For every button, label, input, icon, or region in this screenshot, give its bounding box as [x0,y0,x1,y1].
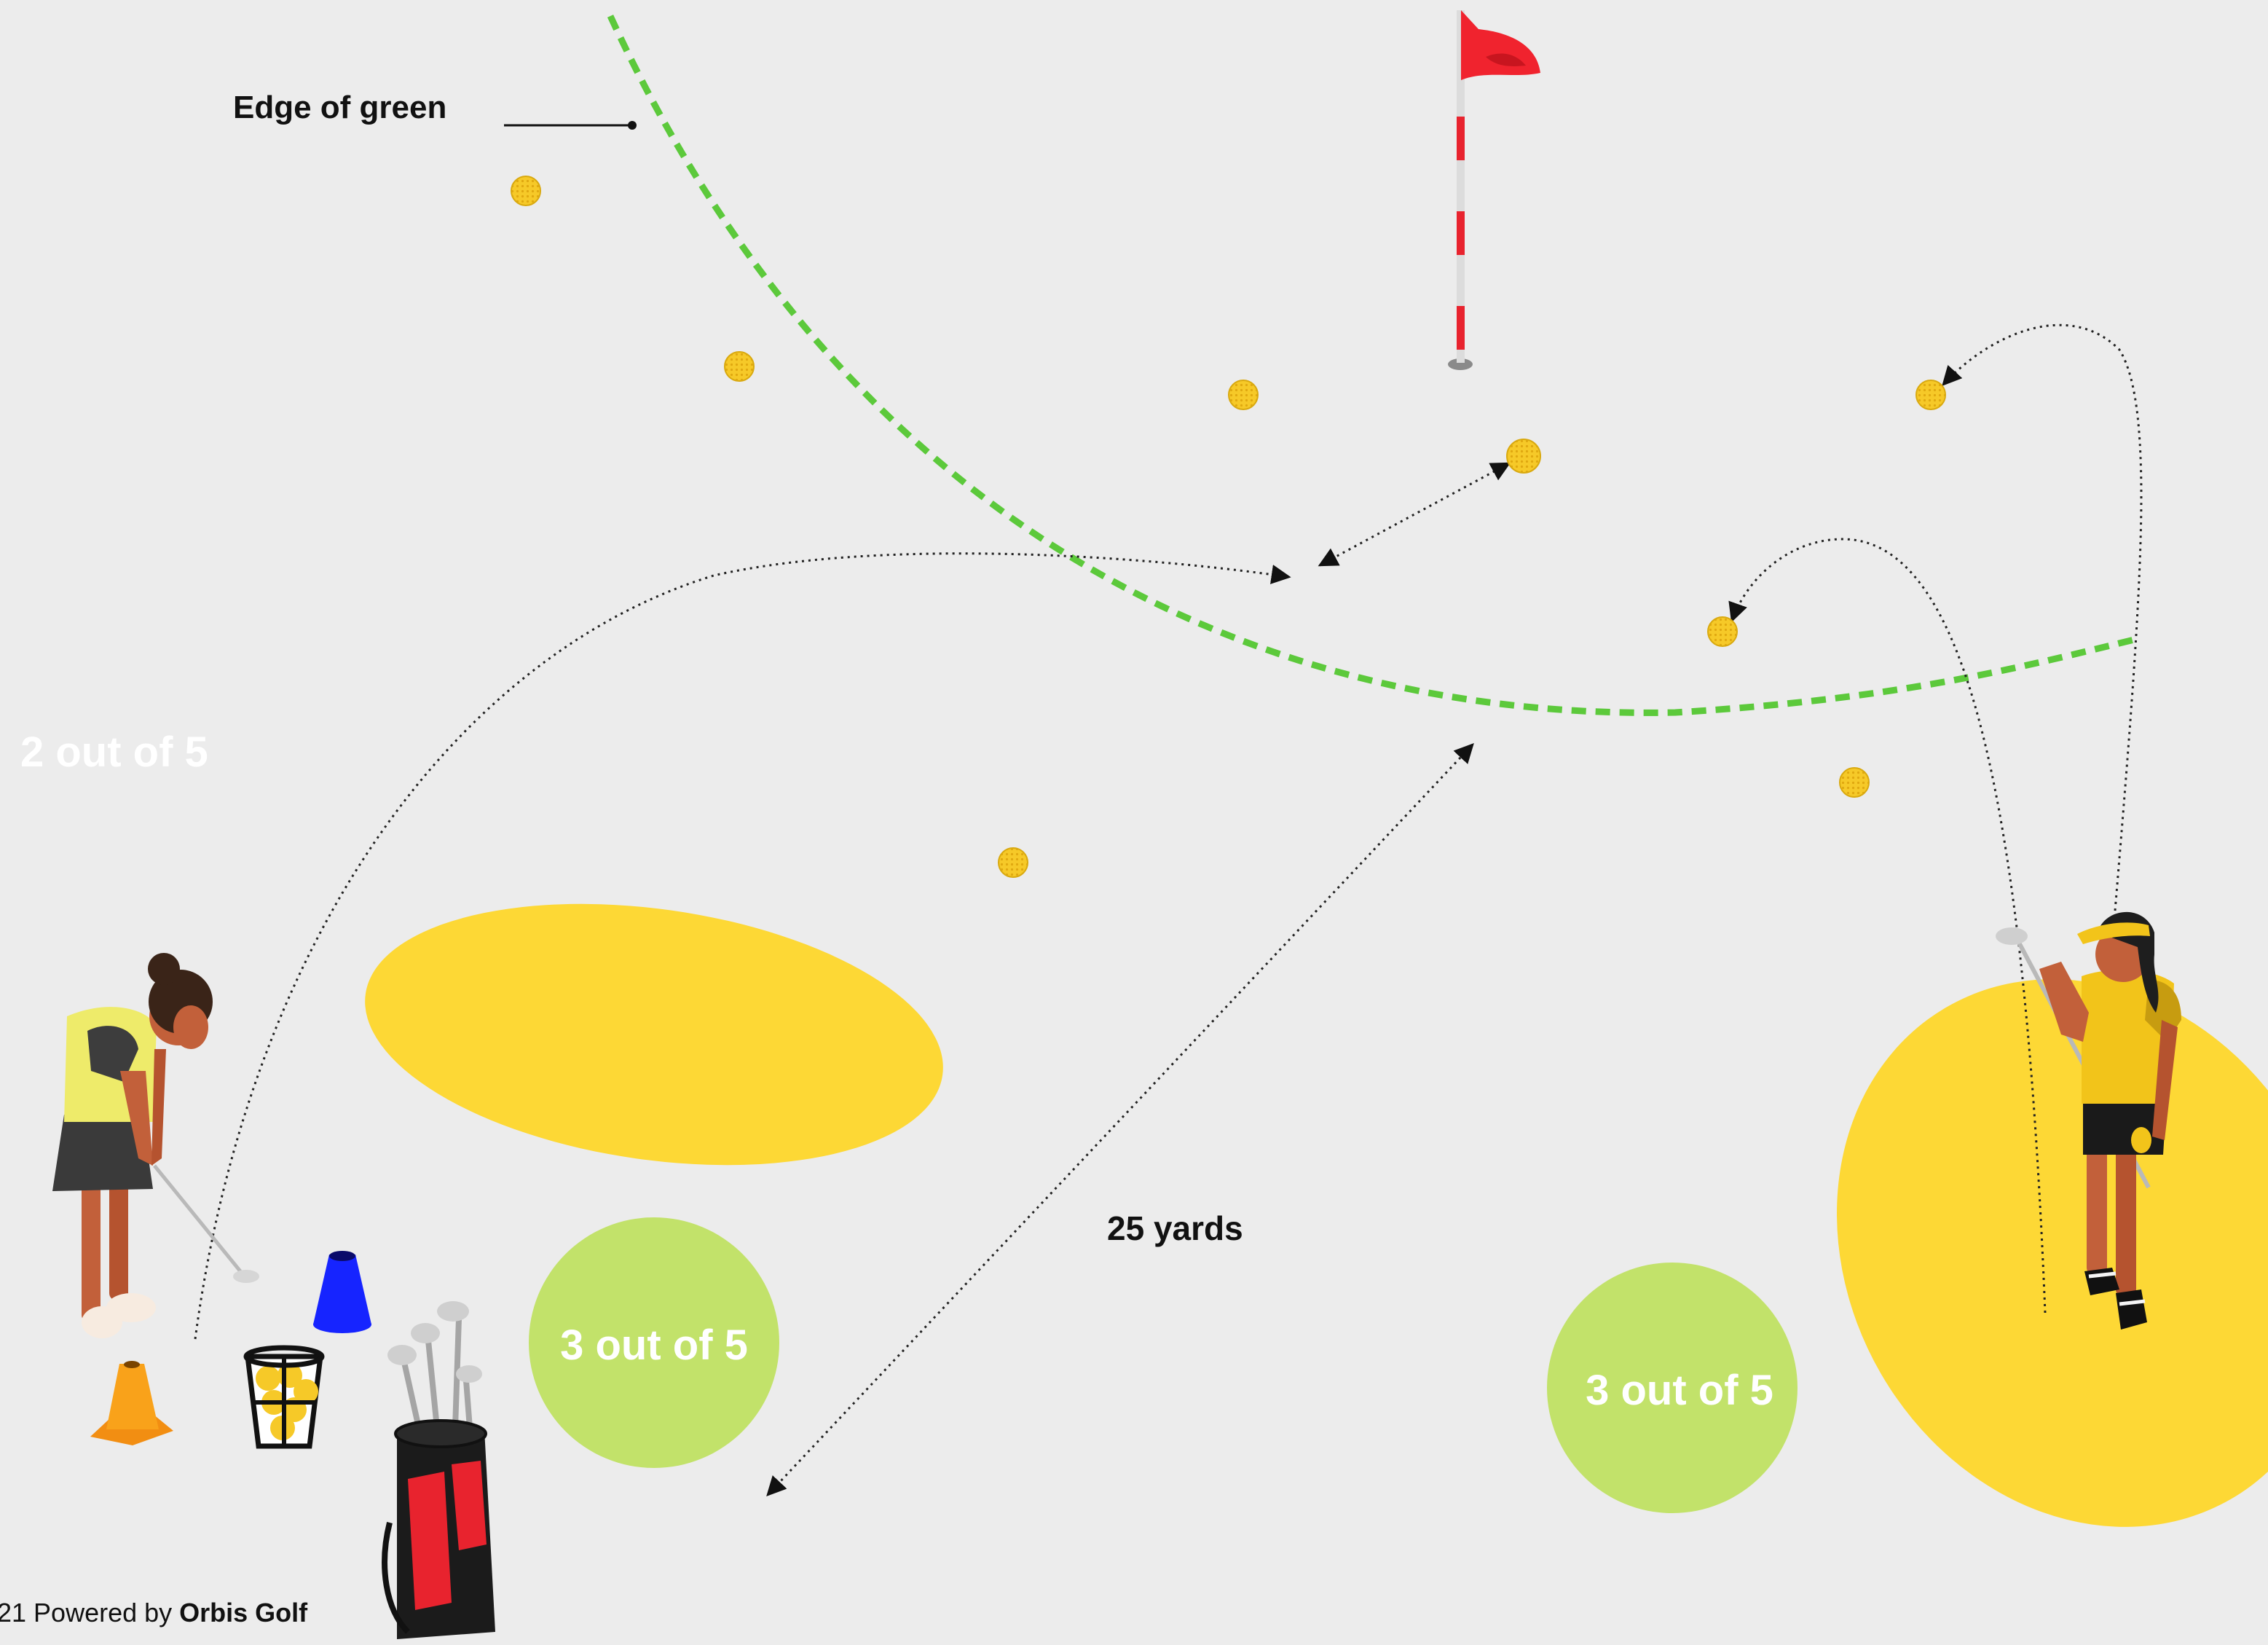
footer-brand: Orbis Golf [179,1598,308,1628]
edge-of-green-label: Edge of green [233,90,446,125]
distance-label: 25 yards [1107,1209,1243,1247]
golf-balls [511,176,1945,877]
footer-prefix: 21 Powered by [0,1598,179,1628]
golf-ball-icon [1708,617,1737,646]
shot-trajectory-right-2 [1943,325,2141,911]
ball-basket-icon [246,1348,322,1446]
blue-cone-icon [313,1251,371,1333]
edge-of-green-pointer-dot [628,121,637,130]
target-zone-left [348,870,960,1199]
score-label-middle: 3 out of 5 [560,1322,748,1369]
target-zone-right [1739,887,2268,1619]
score-label-left: 2 out of 5 [20,729,208,776]
golf-ball-icon [1916,380,1945,409]
flag-pin-icon [1448,10,1540,370]
golf-bag-icon [385,1301,495,1639]
ball-to-hole-distance-arrow [1320,463,1509,565]
orange-cone-icon [90,1361,173,1445]
golfer-chipping-icon [52,953,259,1338]
golf-ball-icon [1507,439,1540,473]
golf-ball-icon [1840,768,1869,797]
green-edge-line [610,16,2134,712]
golf-ball-icon [725,352,754,381]
footer-credit: 21 Powered by Orbis Golf [0,1598,308,1628]
golf-ball-icon [999,848,1028,877]
score-label-right: 3 out of 5 [1586,1367,1773,1414]
golf-ball-icon [511,176,540,205]
golf-ball-icon [1229,380,1258,409]
